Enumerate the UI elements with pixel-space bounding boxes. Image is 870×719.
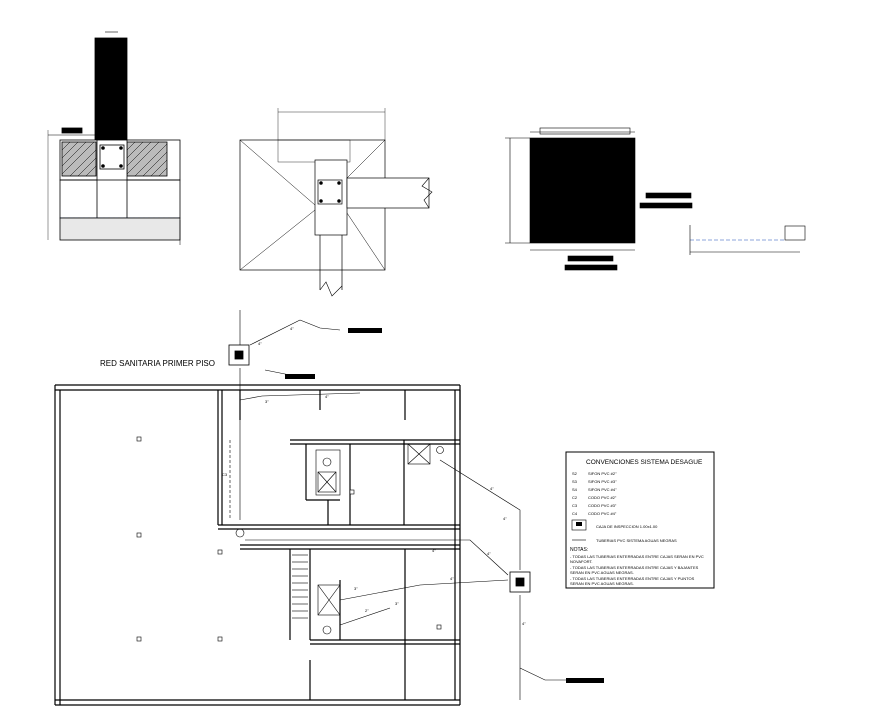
level-tag [61,127,83,134]
inspection-box-1 [228,344,250,366]
sanitary-pipes [229,310,570,700]
legend-code: S3 [572,479,578,484]
slab-detail [505,127,693,271]
pipe-label: 4" [450,576,454,581]
legend-text: SIFON PVC #3" [588,479,617,484]
level-tag-plan-2 [285,374,315,379]
base-slab [59,217,181,241]
pipe-label: 3" [354,586,358,591]
legend-code: C4 [572,511,578,516]
slab-tag-2 [639,202,693,209]
plan-title: RED SANITARIA PRIMER PISO [100,359,215,368]
level-tag-plan-1 [348,328,382,333]
pipe-label: 4" [487,551,491,556]
pipe-label: 3" [265,399,269,404]
pipe-label: 4" [503,516,507,521]
column-markers [136,436,442,642]
note-line: - TODAS LAS TUBERIAS ENTERRADAS ENTRE CA… [570,576,695,581]
pipe-label: 4" [325,394,329,399]
hatched-footing-right [126,141,168,177]
slab-tag-3 [567,255,614,262]
note-line: - TODAS LAS TUBERIAS ENTERRADAS ENTRE CA… [570,565,699,570]
tie-beam [346,177,430,209]
legend-text: SIFON PVC #4" [588,487,617,492]
pipe-section-detail [689,225,806,255]
note-line: - TODAS LAS TUBERIAS ENTERRADAS ENTRE CA… [570,554,704,559]
legend-title: CONVENCIONES SISTEMA DESAGUE [586,459,703,466]
floor-plan [54,384,461,706]
pipe-label: 4" [432,548,436,553]
pipe-label: 3" [395,601,399,606]
legend-code: S4 [572,487,578,492]
note-line: SERAN EN PVC AGUAS NEGRAS. [570,570,634,575]
notes-title: NOTAS: [570,547,588,553]
slab-tag-1 [645,192,692,199]
sanitary-fixtures [235,443,444,635]
stairs [292,554,308,619]
legend-text: CODO PVC #3" [588,503,617,508]
pipe-diameter-labels: 4" 4" 3" 4" 4" 4" 3" 4" 3" 2" 4" 4" 4" C… [222,326,526,626]
legend-code: C3 [572,503,578,508]
legend-code: S2 [572,471,578,476]
solid-slab [529,137,636,244]
hatched-footing-left [61,141,97,177]
slab-tag-4 [564,264,618,271]
legend-text: CODO PVC #2" [588,495,617,500]
legend-box-label: CAJA DE INSPECCION 1.00x1.00 [596,524,658,529]
note-line: SERAN EN PVC AGUAS NEGRAS. [570,581,634,586]
legend-panel: CONVENCIONES SISTEMA DESAGUE S2 SIFON PV… [565,451,715,589]
legend-text: CODO PVC #4" [588,511,617,516]
footing-section-detail [47,31,181,245]
pipe-label: 4" [258,341,262,346]
pipe-label: 4" [490,486,494,491]
pipe-label: 4" [290,326,294,331]
legend-text: SIFON PVC #2" [588,471,617,476]
pipe-label: 4" [522,621,526,626]
pipe-label: C3 [222,472,228,477]
pipe-label: 2" [365,608,369,613]
footing-plan-detail [239,108,433,297]
legend-pipe-label: TUBERIAS PVC SISTEMA AGUAS NEGRAS [596,538,677,543]
inspection-box-2 [509,571,531,593]
note-line: NOVAFORT. [570,559,593,564]
column-section [94,37,128,144]
legend-code: C2 [572,495,578,500]
level-tag-plan-3 [566,678,604,683]
